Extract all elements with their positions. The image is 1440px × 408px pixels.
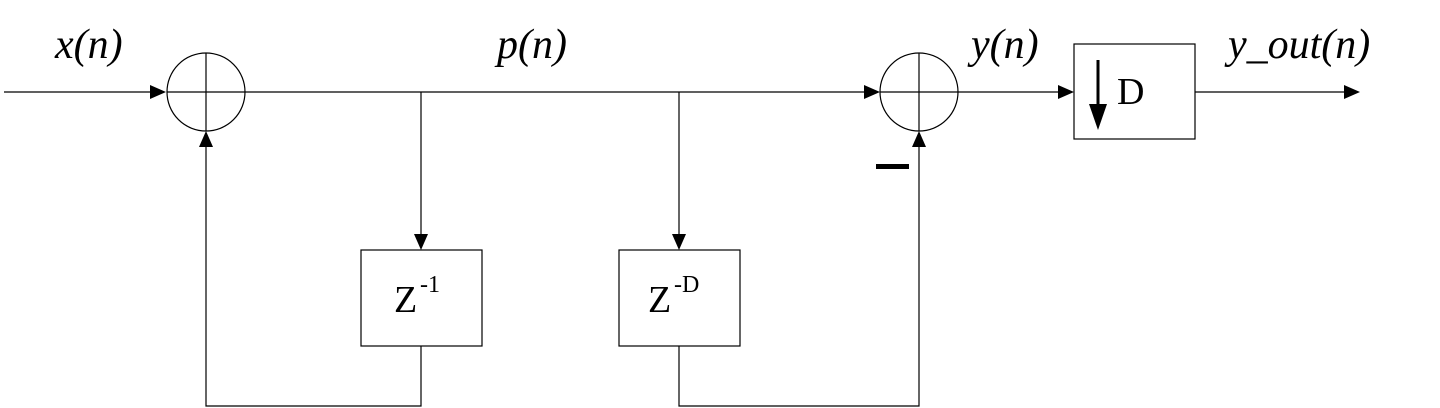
delay-one-block: Z -1 [360,249,483,347]
feedback-arrowhead [199,131,213,147]
decimator-block: D [1073,43,1196,140]
decimator-label: D [1117,71,1144,113]
delay-d-block: Z -D [618,249,741,347]
feedback-wire [205,147,422,407]
input-label: x(n) [54,22,123,68]
input-arrowhead [150,85,166,99]
sum-out-label: y(n) [967,22,1039,68]
subtract-arrowhead [912,131,926,147]
zd-arrowhead [672,234,686,250]
down-arrow-icon [1089,104,1107,130]
sum2-input-arrowhead [864,85,880,99]
delay-d-base: Z [648,279,671,321]
summing-junction-2 [879,52,959,132]
z1-arrowhead [414,234,428,250]
output-label: y_out(n) [1224,22,1370,68]
delay-d-exponent: -D [674,272,699,298]
summing-junction-1 [166,52,246,132]
delay-one-base: Z [394,279,417,321]
subtract-wire [678,147,920,407]
minus-sign [876,164,909,169]
decimator-arrowhead [1058,85,1074,99]
output-arrowhead [1344,85,1360,99]
delay-one-exponent: -1 [420,272,440,298]
middle-label: p(n) [494,22,567,68]
